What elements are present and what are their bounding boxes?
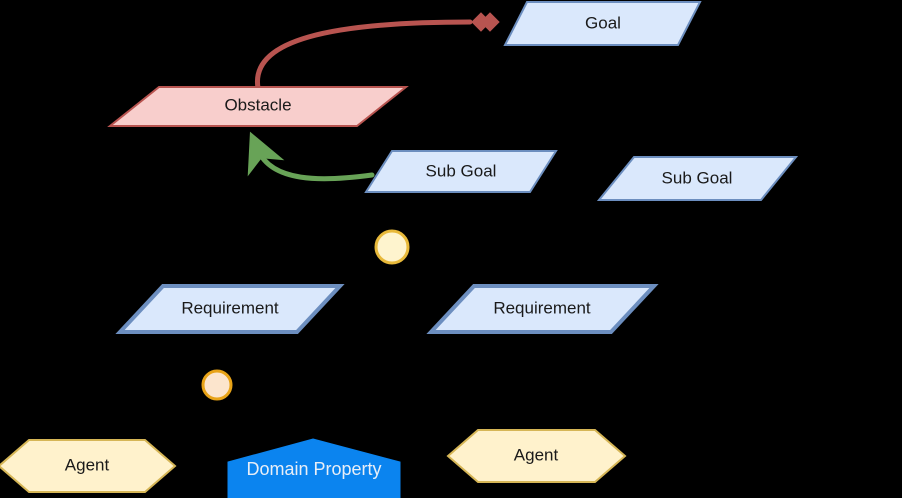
node-refinement-node-2[interactable] <box>201 369 233 401</box>
obstacle-label: Obstacle <box>224 95 291 114</box>
requirement-1-shape <box>115 284 345 334</box>
agent-2-label: Agent <box>514 445 559 464</box>
requirement-2-shape <box>426 284 659 334</box>
subgoal-1-shape <box>364 150 558 193</box>
node-agent-1[interactable]: Agent <box>0 439 177 493</box>
goal-label: Goal <box>585 13 621 32</box>
node-layer: Goal Obstacle Sub Goal Sub Goal <box>0 1 799 498</box>
domain-property-shape <box>227 438 401 498</box>
obstacle-shape <box>107 86 409 127</box>
subgoal-1-label: Sub Goal <box>426 161 497 180</box>
subgoal-2-label: Sub Goal <box>662 168 733 187</box>
refinement-circle-1 <box>374 229 410 265</box>
node-obstacle[interactable]: Obstacle <box>107 86 409 127</box>
obstruction-edge-line <box>255 19 473 91</box>
subgoal-2-shape <box>596 156 799 201</box>
node-domain-property[interactable]: Domain Property <box>227 438 401 498</box>
goal-shape <box>503 1 702 46</box>
agent-1-shape <box>0 439 177 493</box>
domain-property-label: Domain Property <box>246 459 381 479</box>
requirement-2-label: Requirement <box>493 298 591 317</box>
edge-layer <box>247 12 500 182</box>
resolution-edge-line <box>247 131 375 182</box>
node-subgoal-2[interactable]: Sub Goal <box>596 156 799 201</box>
obstruction-edge[interactable] <box>255 12 500 91</box>
agent-2-shape <box>446 429 627 483</box>
node-requirement-2[interactable]: Requirement <box>426 284 659 334</box>
requirement-1-label: Requirement <box>181 298 279 317</box>
node-refinement-node-1[interactable] <box>374 229 410 265</box>
node-requirement-1[interactable]: Requirement <box>115 284 345 334</box>
node-subgoal-1[interactable]: Sub Goal <box>364 150 558 193</box>
refinement-circle-2 <box>201 369 233 401</box>
resolution-edge[interactable] <box>247 131 375 182</box>
node-agent-2[interactable]: Agent <box>446 429 627 483</box>
node-goal[interactable]: Goal <box>503 1 702 46</box>
obstruction-arrowhead <box>471 12 500 32</box>
agent-1-label: Agent <box>65 455 110 474</box>
